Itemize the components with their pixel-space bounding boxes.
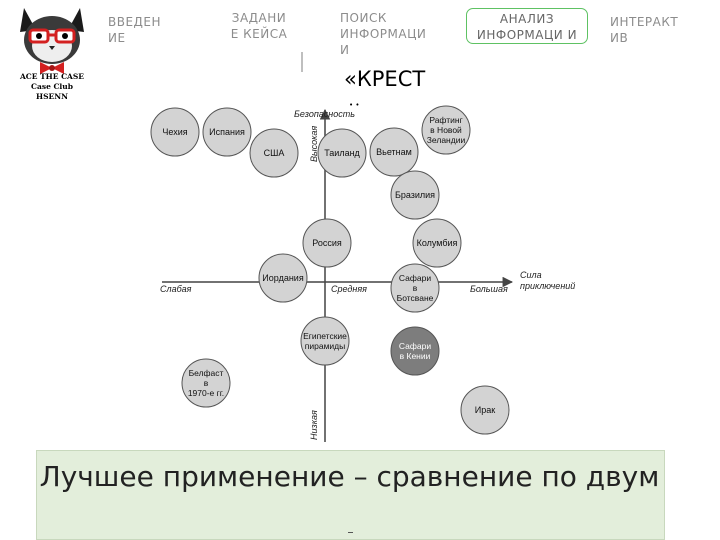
node-circle: [300, 316, 350, 366]
nav-case-task-label: ЗАДАНИ Е КЕЙСА: [230, 11, 288, 41]
nav-intro-label: ВВЕДЕН ИЕ: [108, 15, 162, 45]
node-label: в Кении: [400, 351, 431, 361]
node-colombia: Колумбия: [412, 218, 462, 268]
node-spain: Испания: [202, 107, 252, 157]
logo-line-3: HSENN: [36, 92, 68, 101]
node-circle: [369, 127, 419, 177]
footer-mark: [348, 532, 353, 533]
logo-text: ACE THE CASE Case Club HSENN: [6, 72, 98, 102]
node-circle: [181, 358, 231, 408]
node-brazil: Бразилия: [390, 170, 440, 220]
nav-info-analysis[interactable]: АНАЛИЗ ИНФОРМАЦИ И: [466, 8, 588, 44]
node-circle: [390, 326, 440, 376]
node-label: Испания: [209, 127, 245, 137]
node-label: США: [264, 148, 285, 158]
y-axis-label: Безопасность: [294, 109, 355, 119]
node-label: пирамиды: [305, 341, 345, 351]
node-label: Ботсване: [397, 293, 434, 303]
node-thailand: Таиланд: [317, 128, 367, 178]
x-strong-label: Большая: [470, 284, 508, 294]
node-label: Бразилия: [395, 190, 435, 200]
node-label: Зеландии: [427, 135, 466, 145]
nav-intro[interactable]: ВВЕДЕН ИЕ: [108, 14, 178, 46]
node-circle: [302, 218, 352, 268]
node-label: Сафари: [399, 273, 431, 283]
node-circle: [317, 128, 367, 178]
x-mid-label: Средняя: [331, 284, 367, 294]
node-circle: [390, 170, 440, 220]
x-axis-label-1: Сила: [520, 270, 542, 280]
node-circle: [412, 218, 462, 268]
node-label: Белфаст: [189, 368, 224, 378]
node-label: в: [413, 283, 418, 293]
node-label: Сафари: [399, 341, 431, 351]
node-label: Египетские: [303, 331, 347, 341]
y-high-label: Высокая: [309, 126, 319, 162]
footer-panel: [36, 450, 665, 540]
node-label: Вьетнам: [376, 147, 412, 157]
node-circle: [390, 263, 440, 313]
node-label: Рафтинг: [429, 115, 462, 125]
x-weak-label: Слабая: [160, 284, 192, 294]
node-iraq: Ирак: [460, 385, 510, 435]
node-vietnam: Вьетнам: [369, 127, 419, 177]
node-label: в: [204, 378, 209, 388]
x-axis-label-2: приключений: [520, 281, 575, 291]
node-circle: [150, 107, 200, 157]
y-low-label: Низкая: [309, 410, 319, 440]
node-label: Чехия: [162, 127, 187, 137]
node-circle: [249, 128, 299, 178]
logo-line-1: ACE THE CASE: [19, 72, 85, 81]
nav-divider: [301, 52, 303, 72]
node-label: в Новой: [430, 125, 462, 135]
nav-info-search-label: ПОИСК ИНФОРМАЦИ И: [340, 11, 427, 57]
node-circle: [258, 253, 308, 303]
node-label: 1970-е гг.: [188, 388, 224, 398]
node-circle: [202, 107, 252, 157]
title-dots: • •: [349, 101, 360, 109]
node-circle: [460, 385, 510, 435]
node-jordan: Иордания: [258, 253, 308, 303]
logo-line-2: Case Club: [31, 82, 73, 91]
slide-title: «КРЕСТ: [344, 67, 426, 91]
node-circle: [421, 105, 471, 155]
nav-info-analysis-label: АНАЛИЗ ИНФОРМАЦИ И: [476, 12, 578, 42]
footer-text: Лучшее применение – сравнение по двум: [39, 460, 660, 493]
nav-info-search[interactable]: ПОИСК ИНФОРМАЦИ И: [340, 10, 440, 58]
nav-interactive[interactable]: ИНТЕРАКТ ИВ: [610, 14, 690, 46]
node-label: Колумбия: [417, 238, 458, 248]
cat-logo-icon: [20, 8, 84, 74]
node-czech: Чехия: [150, 107, 200, 157]
node-russia: Россия: [302, 218, 352, 268]
node-label: Таиланд: [324, 148, 360, 158]
nav-case-task[interactable]: ЗАДАНИ Е КЕЙСА: [228, 10, 290, 42]
node-label: Иордания: [262, 273, 304, 283]
node-usa: США: [249, 128, 299, 178]
cross-diagram: Безопасность Высокая Низкая Средняя Слаб…: [150, 105, 575, 442]
nav-interactive-label: ИНТЕРАКТ ИВ: [610, 15, 679, 45]
node-label: Россия: [312, 238, 342, 248]
node-label: Ирак: [475, 405, 495, 415]
